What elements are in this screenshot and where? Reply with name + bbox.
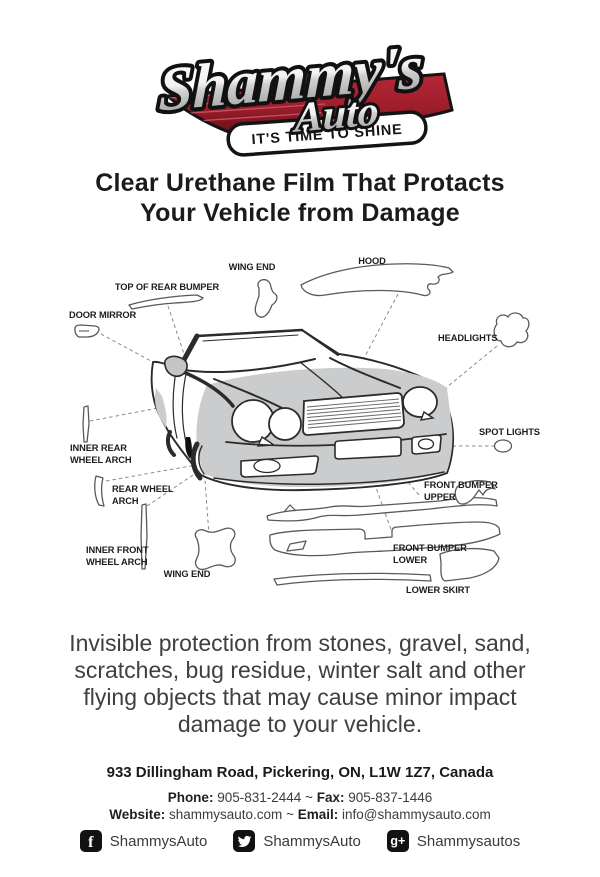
svg-text:FRONT BUMPER: FRONT BUMPER [393,543,467,553]
car-air-intake [240,455,319,478]
part-front-bumper-lower [269,521,501,557]
svg-text:INNER REAR: INNER REAR [70,443,127,453]
svg-text:WHEEL ARCH: WHEEL ARCH [70,455,132,465]
part-hood [300,263,454,297]
part-top-of-rear-bumper [128,294,204,310]
label-rear-wheel-arch: REAR WHEEL ARCH [112,484,174,506]
social-links-row: f ShammysAuto ShammysAuto g+ Shammysauto… [0,830,600,852]
car-fog-light [411,434,442,455]
label-inner-front-wheel-arch: INNER FRONT WHEEL ARCH [86,545,149,567]
social-google-plus[interactable]: g+ Shammysautos [386,830,521,852]
label-headlights: HEADLIGHTS [438,333,497,343]
part-rear-wheel-arch [94,475,105,507]
twitter-icon [233,830,256,852]
logo-tagline-banner: IT'S TIME TO SHINE [226,110,428,157]
car-door-mirror [163,355,188,378]
email-address[interactable]: info@shammysauto.com [342,807,491,822]
part-front-bumper-upper [266,480,498,522]
part-spot-light [493,439,513,453]
website-label: Website: [109,807,166,822]
label-inner-rear-wheel-arch: INNER REAR WHEEL ARCH [70,443,132,465]
fax-label: Fax: [316,790,345,805]
part-headlights [493,312,530,348]
label-front-bumper-upper: FRONT BUMPER UPPER [424,480,498,502]
label-spot-lights: SPOT LIGHTS [479,427,540,437]
car-grille [302,392,405,436]
twitter-handle: ShammysAuto [263,832,361,850]
car-license-recess [334,436,402,460]
car-film-diagram: TOP OF REAR BUMPER WING END HOOD DOOR MI… [0,238,600,618]
page-title-line2: Your Vehicle from Damage [140,199,460,227]
svg-text:FRONT BUMPER: FRONT BUMPER [424,480,498,490]
part-door-mirror [74,324,100,338]
email-label: Email: [297,807,339,822]
phone-number: 905-831-2444 [217,790,302,805]
svg-text:INNER FRONT: INNER FRONT [86,545,149,555]
label-wing-end-top: WING END [229,262,276,272]
page-title-line1: Clear Urethane Film That Protacts [95,169,505,197]
svg-text:REAR WHEEL: REAR WHEEL [112,484,174,494]
diagram-labels: TOP OF REAR BUMPER WING END HOOD DOOR MI… [69,256,540,595]
separator: ~ [286,807,294,822]
benefit-line: damage to your vehicle. [177,711,423,737]
label-lower-skirt: LOWER SKIRT [406,585,470,595]
fax-number: 905-837-1446 [348,790,433,805]
page-title: Clear Urethane Film That Protacts Your V… [0,168,600,228]
svg-text:LOWER: LOWER [393,555,427,565]
phone-fax-line: Phone: 905-831-2444 ~ Fax: 905-837-1446 [0,790,600,805]
logo-brand-bottom: Auto [292,87,380,142]
google-plus-handle: Shammysautos [416,832,521,850]
benefit-line: scratches, bug residue, winter salt and … [74,657,526,683]
phone-label: Phone: [167,790,214,805]
benefit-line: Invisible protection from stones, gravel… [69,630,531,656]
car-headlight-left [231,399,302,447]
film-part-shapes [74,263,530,586]
label-door-mirror: DOOR MIRROR [69,310,136,320]
svg-text:ARCH: ARCH [112,496,139,506]
street-address: 933 Dillingham Road, Pickering, ON, L1W … [106,764,494,781]
social-facebook[interactable]: f ShammysAuto [79,830,208,852]
part-wing-end-top [254,278,278,318]
benefit-paragraph: Invisible protection from stones, gravel… [0,630,600,738]
label-hood: HOOD [358,256,386,266]
shammys-auto-logo: IT'S TIME TO SHINE Shammy's Auto [154,29,454,157]
website-url[interactable]: shammysauto.com [169,807,283,822]
label-top-of-rear-bumper: TOP OF REAR BUMPER [115,282,220,292]
part-wing-end-bottom [194,527,236,571]
social-twitter[interactable]: ShammysAuto [233,830,361,852]
facebook-icon: f [79,830,102,852]
svg-text:WHEEL ARCH: WHEEL ARCH [86,557,148,567]
label-wing-end-bottom: WING END [164,569,211,579]
benefit-line: flying objects that may cause minor impa… [83,684,517,710]
website-email-line: Website: shammysauto.com ~ Email: info@s… [0,807,600,822]
facebook-handle: ShammysAuto [109,832,208,850]
part-lower-skirt [273,547,500,586]
svg-text:UPPER: UPPER [424,492,456,502]
google-plus-icon: g+ [386,830,409,852]
label-front-bumper-lower: FRONT BUMPER LOWER [393,543,467,565]
car-illustration [150,328,455,492]
separator: ~ [305,790,313,805]
part-inner-rear-wheel-arch [82,405,90,443]
part-inner-front-wheel-arch [140,503,148,570]
